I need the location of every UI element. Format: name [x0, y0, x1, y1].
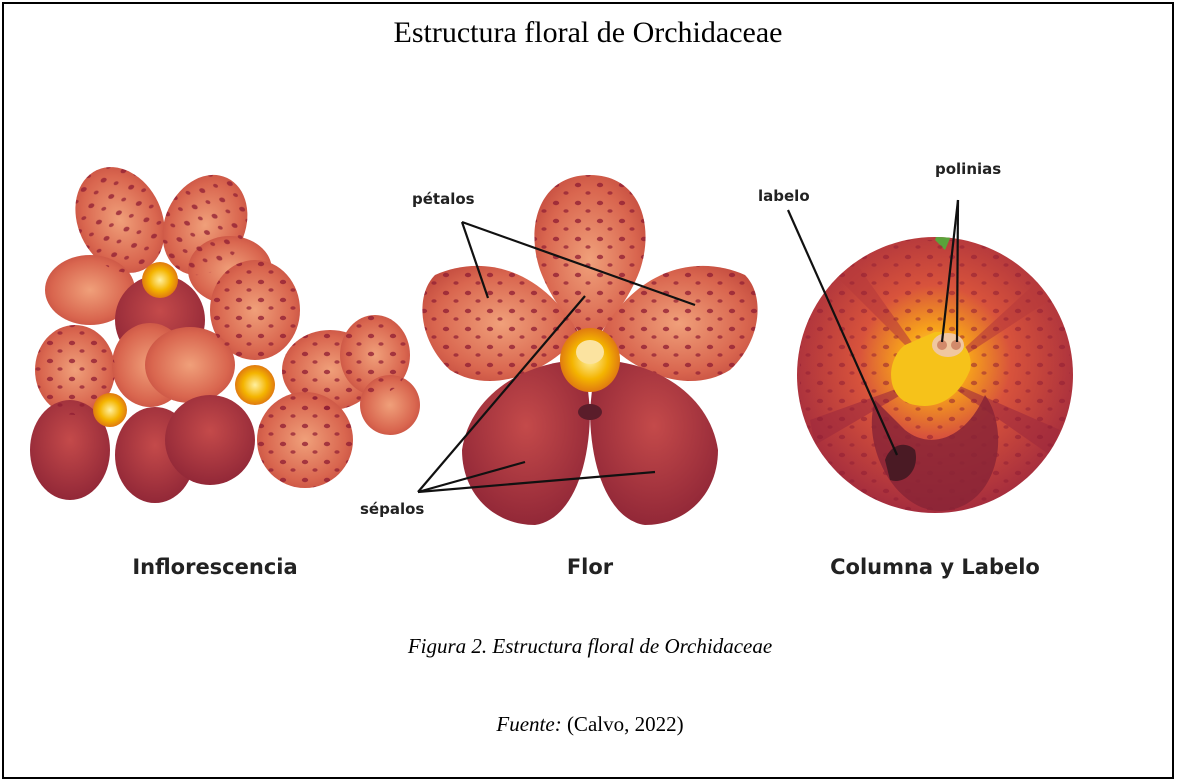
label-flower: Flor [540, 555, 640, 579]
source-label: Fuente: [496, 712, 561, 736]
inflorescence-image [30, 152, 420, 503]
source-caption: Fuente: (Calvo, 2022) [0, 712, 1180, 737]
source-text: (Calvo, 2022) [567, 712, 684, 736]
label-inflorescence: Inflorescencia [110, 555, 320, 579]
callout-labellum: labelo [758, 187, 810, 205]
callout-petals: pétalos [412, 190, 475, 208]
figure-caption-text: Figura 2. Estructura floral de Orchidace… [408, 634, 772, 658]
flower-image [422, 175, 757, 525]
column-labellum-image [797, 210, 1073, 513]
callout-pollinia: polinias [935, 160, 1001, 178]
label-column-labellum: Columna y Labelo [820, 555, 1050, 579]
callout-sepals: sépalos [360, 500, 424, 518]
figure-caption: Figura 2. Estructura floral de Orchidace… [0, 634, 1180, 659]
